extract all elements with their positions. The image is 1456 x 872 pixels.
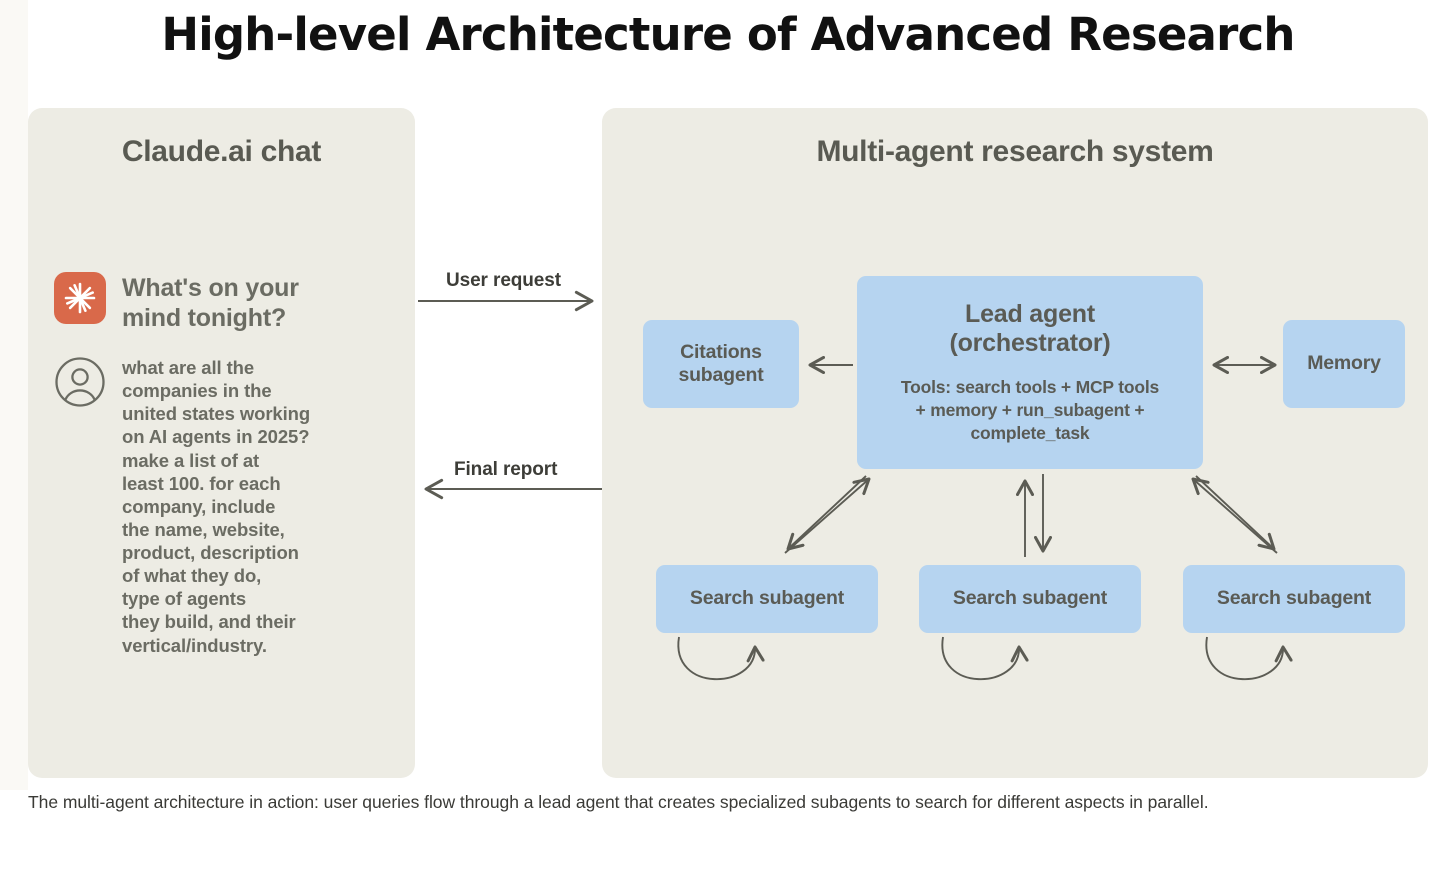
page-title: High-level Architecture of Advanced Rese… <box>161 8 1295 61</box>
search-subagent-1-box[interactable]: Search subagent <box>656 565 878 633</box>
memory-box[interactable]: Memory <box>1283 320 1405 408</box>
final-report-label: Final report <box>454 459 558 480</box>
chat-greeting-row: What's on your mind tonight? <box>54 272 347 333</box>
claude-starburst-icon <box>54 272 106 324</box>
figure-caption: The multi-agent architecture in action: … <box>28 792 1209 812</box>
citations-subagent-box[interactable]: Citations subagent <box>643 320 799 408</box>
search-subagent-2-label: Search subagent <box>952 587 1108 610</box>
citations-subagent-label: Citations subagent <box>678 340 764 386</box>
memory-label: Memory <box>1307 352 1381 375</box>
left-margin-strip <box>0 0 28 790</box>
user-avatar-icon <box>55 357 105 407</box>
user-request-label: User request <box>446 270 561 291</box>
search-subagent-3-label: Search subagent <box>1216 587 1372 610</box>
chat-user-message-text: what are all the companies in the united… <box>122 357 311 656</box>
search-subagent-1-label: Search subagent <box>689 587 845 610</box>
search-subagent-2-box[interactable]: Search subagent <box>919 565 1141 633</box>
chat-greeting-text: What's on your mind tonight? <box>122 274 299 332</box>
lead-agent-box[interactable]: Lead agent (orchestrator) Tools: search … <box>857 276 1203 469</box>
lead-agent-tools: Tools: search tools + MCP tools + memory… <box>900 376 1160 444</box>
claude-chat-panel: Claude.ai chat <box>28 108 415 778</box>
chat-user-message-row: what are all the companies in the united… <box>54 356 338 657</box>
lead-agent-title: Lead agent (orchestrator) <box>949 299 1111 357</box>
search-subagent-3-box[interactable]: Search subagent <box>1183 565 1405 633</box>
system-panel-title: Multi-agent research system <box>816 135 1214 168</box>
chat-panel-title: Claude.ai chat <box>121 135 322 168</box>
